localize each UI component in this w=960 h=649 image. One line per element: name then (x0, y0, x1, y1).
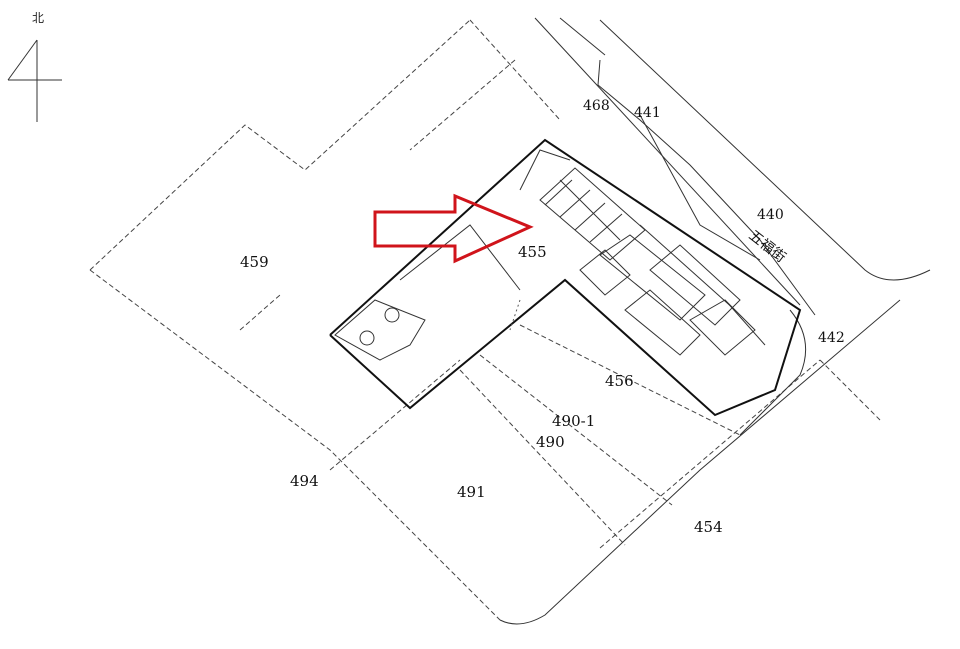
annex-circle-1 (359, 330, 375, 346)
street-edge-2 (559, 17, 606, 56)
boundary-456 (519, 324, 741, 436)
building-annex-3 (624, 289, 701, 356)
annex-circle-2 (384, 307, 400, 323)
north-arrow: 北 (7, 11, 62, 122)
boundary-490-1 (479, 354, 673, 506)
parcel-label-490-1: 490-1 (552, 412, 595, 430)
annex-structure (334, 224, 521, 361)
boundary-west (89, 269, 501, 621)
north-label: 北 (32, 11, 44, 25)
subject-parcel (329, 138, 802, 417)
building-annex-4 (689, 299, 756, 356)
parcel-label-491: 491 (457, 483, 486, 501)
parcel-label-490: 490 (536, 433, 565, 451)
parcel-inner-edge (519, 149, 571, 191)
parcel-label-459: 459 (240, 253, 269, 271)
street-edge-4 (599, 19, 931, 281)
building-main (539, 167, 646, 261)
parcel-label-455: 455 (518, 243, 547, 261)
parcel-boundaries (89, 19, 901, 625)
parcel-inner-line-2 (724, 299, 766, 346)
building-annex-2 (649, 244, 741, 326)
annex-wall (399, 224, 521, 291)
boundary-south-curve (499, 299, 901, 625)
north-arrow-head (7, 39, 38, 81)
building-annex-1 (599, 234, 706, 321)
parcel-inner-line-1 (639, 224, 736, 311)
boundary-490 (459, 369, 626, 546)
street-name-label: 五福街 (746, 228, 789, 266)
boundary-inner-2 (239, 294, 281, 331)
boundary-459-east (469, 19, 561, 121)
annex-outline (334, 299, 426, 361)
parcel-label-468: 468 (583, 98, 610, 114)
street-edge-3 (597, 59, 816, 316)
street-edge-5 (639, 114, 761, 261)
street-lines (534, 17, 931, 436)
building-hatch (544, 179, 623, 243)
boundary-459-north (89, 19, 471, 271)
parcel-label-441: 441 (634, 105, 661, 121)
parcel-labels: 459 468 441 440 455 442 456 490-1 490 49… (240, 98, 845, 536)
parcel-label-454: 454 (694, 518, 723, 536)
building-stair (579, 249, 631, 296)
parcel-label-442: 442 (818, 330, 845, 346)
street-corner (739, 309, 807, 436)
boundary-442 (819, 359, 881, 421)
highlight-arrow (373, 193, 534, 264)
boundary-inner-1 (409, 59, 516, 151)
boundary-491-494 (329, 359, 461, 471)
parcel-label-494: 494 (290, 472, 319, 490)
parcel-inner-dot (509, 299, 521, 331)
street-edge-1 (534, 17, 801, 306)
parcel-label-456: 456 (605, 372, 634, 390)
parcel-label-440: 440 (757, 207, 784, 223)
subject-parcel-outline (329, 138, 802, 417)
building-footprints (539, 167, 756, 356)
